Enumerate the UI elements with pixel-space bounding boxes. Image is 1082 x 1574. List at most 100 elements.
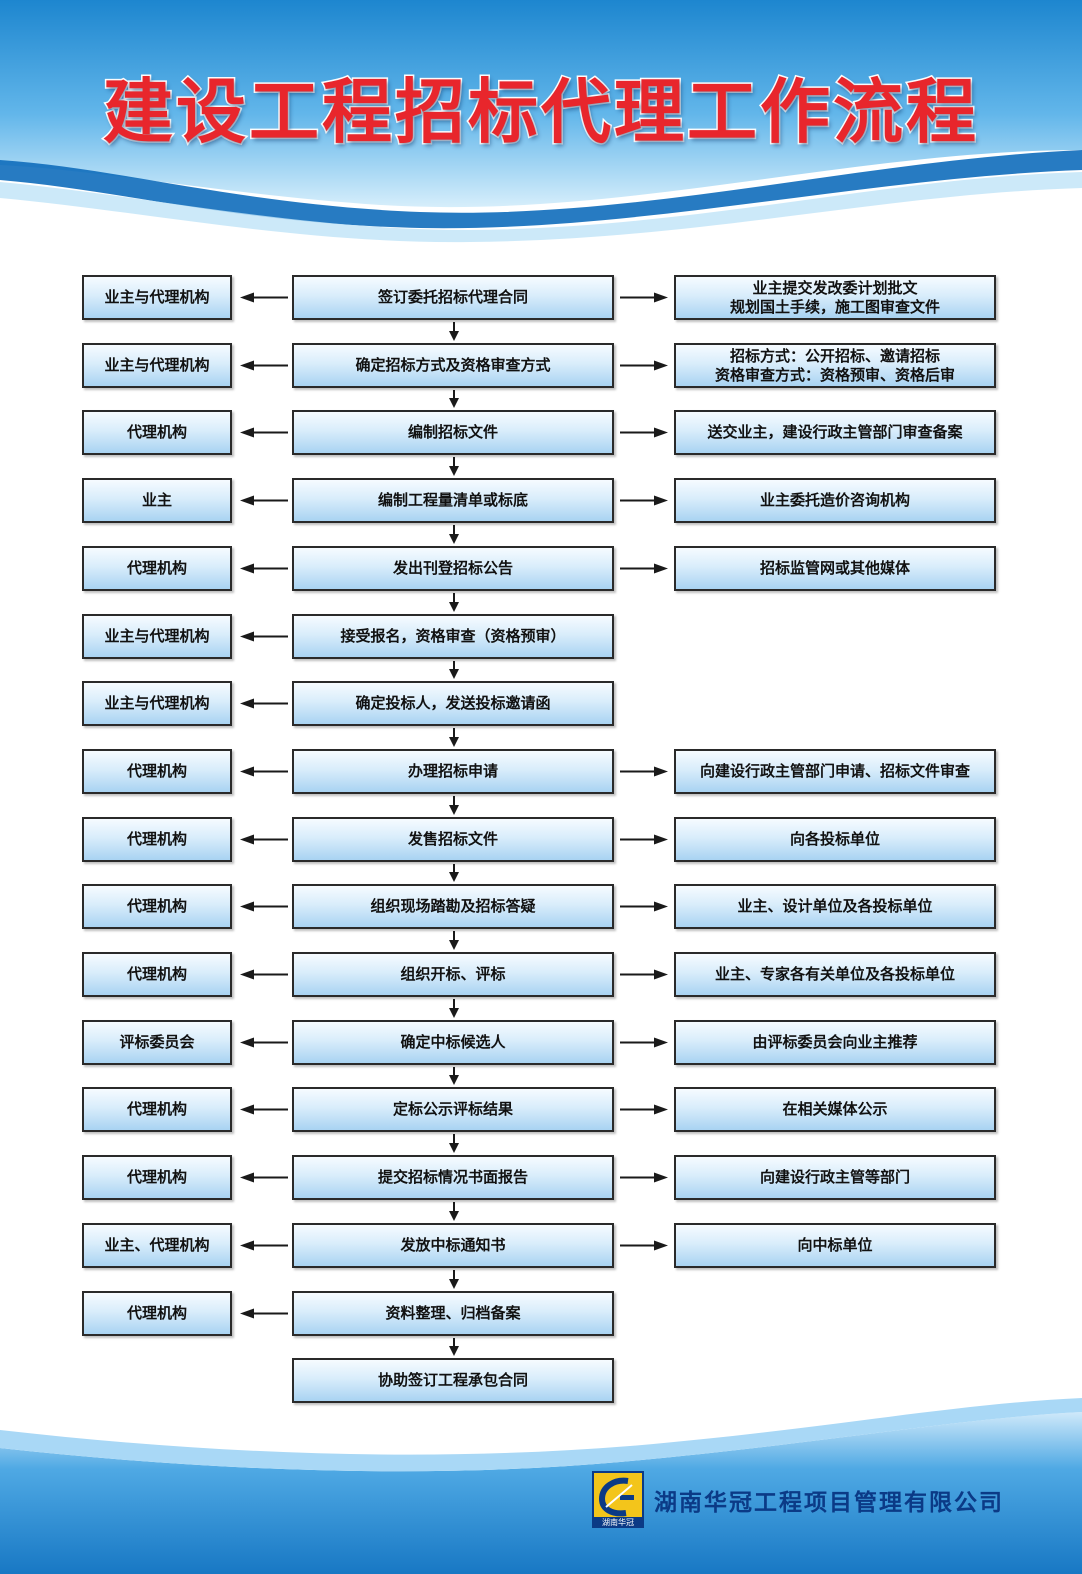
arrowhead-down — [449, 669, 459, 679]
arrowhead-right — [654, 1240, 668, 1251]
arrowhead-down — [449, 398, 459, 408]
arrowhead-left — [240, 1308, 254, 1319]
arrowhead-left — [240, 495, 254, 506]
step-box: 资料整理、归档备案 — [292, 1291, 614, 1336]
party-box: 业主与代理机构 — [82, 681, 232, 726]
arrowhead-left — [240, 631, 254, 642]
arrowhead-down — [449, 1008, 459, 1018]
arrowhead-down — [449, 737, 459, 747]
arrowhead-right — [654, 495, 668, 506]
arrowhead-right — [654, 1104, 668, 1115]
step-box: 确定中标候选人 — [292, 1020, 614, 1065]
step-box: 确定投标人，发送投标邀请函 — [292, 681, 614, 726]
party-box: 代理机构 — [82, 546, 232, 591]
detail-box: 业主、专家各有关单位及各投标单位 — [674, 952, 996, 997]
arrowhead-right — [654, 1037, 668, 1048]
detail-box: 送交业主，建设行政主管部门审查备案 — [674, 410, 996, 455]
detail-box: 招标方式：公开招标、邀请招标 资格审查方式：资格预审、资格后审 — [674, 343, 996, 388]
page-title: 建设工程招标代理工作流程 — [102, 70, 979, 155]
company-name: 湖南华冠工程项目管理有限公司 — [654, 1489, 1004, 1516]
arrowhead-left — [240, 766, 254, 777]
arrowhead-left — [240, 834, 254, 845]
step-box: 发售招标文件 — [292, 817, 614, 862]
header-banner — [0, 0, 1082, 208]
step-box: 发出刊登招标公告 — [292, 546, 614, 591]
footer-wave-light — [0, 1398, 1082, 1472]
arrowhead-down — [449, 805, 459, 815]
detail-box: 向建设行政主管部门申请、招标文件审查 — [674, 749, 996, 794]
arrowhead-right — [654, 834, 668, 845]
detail-box: 业主、设计单位及各投标单位 — [674, 884, 996, 929]
arrowhead-right — [654, 360, 668, 371]
arrowhead-right — [654, 1172, 668, 1183]
detail-box: 业主提交发改委计划批文 规划国土手续，施工图审查文件 — [674, 275, 996, 320]
arrowhead-down — [449, 1279, 459, 1289]
step-box: 发放中标通知书 — [292, 1223, 614, 1268]
party-box: 业主与代理机构 — [82, 275, 232, 320]
party-box: 业主与代理机构 — [82, 343, 232, 388]
arrowhead-down — [449, 534, 459, 544]
step-box: 确定招标方式及资格审查方式 — [292, 343, 614, 388]
arrowhead-down — [449, 1143, 459, 1153]
hnhg-logo-icon: 湖南华冠 — [592, 1471, 644, 1528]
step-box: 定标公示评标结果 — [292, 1087, 614, 1132]
arrowhead-left — [240, 1037, 254, 1048]
party-box: 代理机构 — [82, 1155, 232, 1200]
step-box: 组织开标、评标 — [292, 952, 614, 997]
arrowhead-left — [240, 1240, 254, 1251]
arrowhead-left — [240, 563, 254, 574]
step-box: 组织现场踏勘及招标答疑 — [292, 884, 614, 929]
arrowhead-right — [654, 292, 668, 303]
party-box: 业主与代理机构 — [82, 614, 232, 659]
party-box: 代理机构 — [82, 884, 232, 929]
arrowhead-left — [240, 292, 254, 303]
step-box: 接受报名，资格审查（资格预审） — [292, 614, 614, 659]
arrowhead-down — [449, 1346, 459, 1356]
arrowhead-left — [240, 1104, 254, 1115]
arrowhead-left — [240, 360, 254, 371]
arrowhead-left — [240, 969, 254, 980]
detail-box: 招标监管网或其他媒体 — [674, 546, 996, 591]
step-box: 签订委托招标代理合同 — [292, 275, 614, 320]
party-box: 业主 — [82, 478, 232, 523]
arrowhead-right — [654, 563, 668, 574]
footer-band — [0, 1412, 1082, 1574]
company-logo: 湖南华冠 — [592, 1471, 644, 1528]
step-box: 编制工程量清单或标底 — [292, 478, 614, 523]
arrowhead-right — [654, 901, 668, 912]
arrowhead-down — [449, 872, 459, 882]
arrowhead-left — [240, 1172, 254, 1183]
header-wave — [0, 150, 1082, 229]
party-box: 代理机构 — [82, 817, 232, 862]
detail-box: 向建设行政主管等部门 — [674, 1155, 996, 1200]
arrowhead-left — [240, 901, 254, 912]
arrowhead-down — [449, 940, 459, 950]
logo-caption: 湖南华冠 — [602, 1517, 634, 1527]
step-box: 协助签订工程承包合同 — [292, 1358, 614, 1403]
party-box: 代理机构 — [82, 1087, 232, 1132]
detail-box: 业主委托造价咨询机构 — [674, 478, 996, 523]
step-box: 办理招标申请 — [292, 749, 614, 794]
detail-box: 由评标委员会向业主推荐 — [674, 1020, 996, 1065]
party-box: 代理机构 — [82, 410, 232, 455]
party-box: 代理机构 — [82, 1291, 232, 1336]
arrowhead-down — [449, 1211, 459, 1221]
arrowhead-down — [449, 602, 459, 612]
company-footer: 湖南华冠 湖南华冠工程项目管理有限公司 — [592, 1471, 1004, 1528]
detail-box: 在相关媒体公示 — [674, 1087, 996, 1132]
party-box: 代理机构 — [82, 952, 232, 997]
arrowhead-right — [654, 969, 668, 980]
arrowhead-down — [449, 331, 459, 341]
arrowhead-left — [240, 427, 254, 438]
arrowhead-down — [449, 466, 459, 476]
step-box: 提交招标情况书面报告 — [292, 1155, 614, 1200]
header-wave-light — [0, 172, 1082, 243]
party-box: 评标委员会 — [82, 1020, 232, 1065]
arrowhead-left — [240, 698, 254, 709]
arrowhead-right — [654, 766, 668, 777]
detail-box: 向各投标单位 — [674, 817, 996, 862]
party-box: 业主、代理机构 — [82, 1223, 232, 1268]
